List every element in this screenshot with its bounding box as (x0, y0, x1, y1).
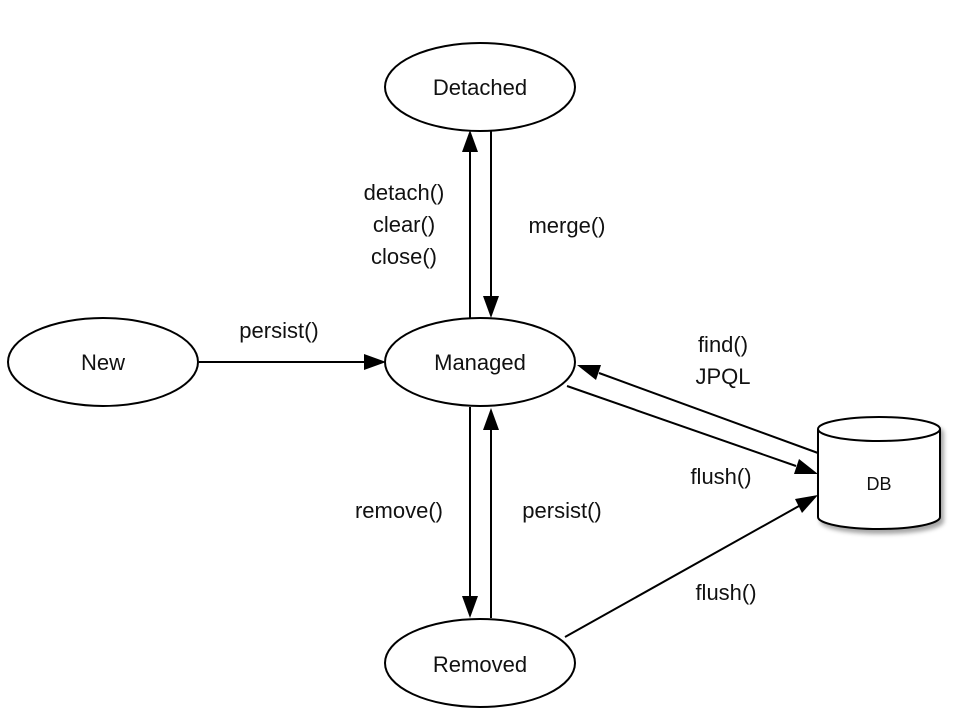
node-removed: Removed (384, 618, 576, 708)
edge-removed-to-db (564, 505, 800, 638)
arrowhead-up-managed (483, 408, 499, 430)
label-persist-removed: persist() (522, 498, 601, 523)
label-detach: detach() (364, 180, 445, 205)
node-removed-ellipse (384, 618, 576, 708)
node-detached-ellipse (384, 42, 576, 132)
node-managed-ellipse (384, 317, 576, 407)
edge-managed-to-db (566, 385, 797, 467)
arrowhead-down-managed (483, 296, 499, 318)
db-cylinder-top (817, 416, 941, 442)
node-managed: Managed (384, 317, 576, 407)
node-detached: Detached (384, 42, 576, 132)
node-detached-label: Detached (433, 75, 527, 100)
node-managed-label: Managed (434, 350, 526, 375)
label-persist-new: persist() (239, 318, 318, 343)
label-remove: remove() (355, 498, 443, 523)
node-db-label: DB (866, 474, 891, 494)
arrowhead-right-managed (364, 354, 386, 370)
arrowhead-down-removed (462, 596, 478, 618)
label-clear: clear() (373, 212, 435, 237)
arrowhead-right-db-upper (794, 459, 818, 474)
label-jpql: JPQL (695, 364, 750, 389)
arrowhead-up-detached (462, 130, 478, 152)
edges (199, 127, 819, 638)
label-merge: merge() (528, 213, 605, 238)
edge-labels: detach() clear() close() merge() persist… (239, 180, 756, 605)
label-flush-removed: flush() (695, 580, 756, 605)
label-close: close() (371, 244, 437, 269)
node-new-label: New (81, 350, 125, 375)
node-removed-label: Removed (433, 652, 527, 677)
node-new-ellipse (7, 317, 199, 407)
arrowhead-left-managed (577, 365, 601, 380)
label-find: find() (698, 332, 748, 357)
node-db (817, 416, 941, 530)
arrowhead-right-db-lower (795, 495, 818, 513)
node-new: New (7, 317, 199, 407)
label-flush-managed: flush() (690, 464, 751, 489)
db-cylinder-body (817, 429, 941, 530)
edge-db-to-managed (598, 372, 819, 454)
